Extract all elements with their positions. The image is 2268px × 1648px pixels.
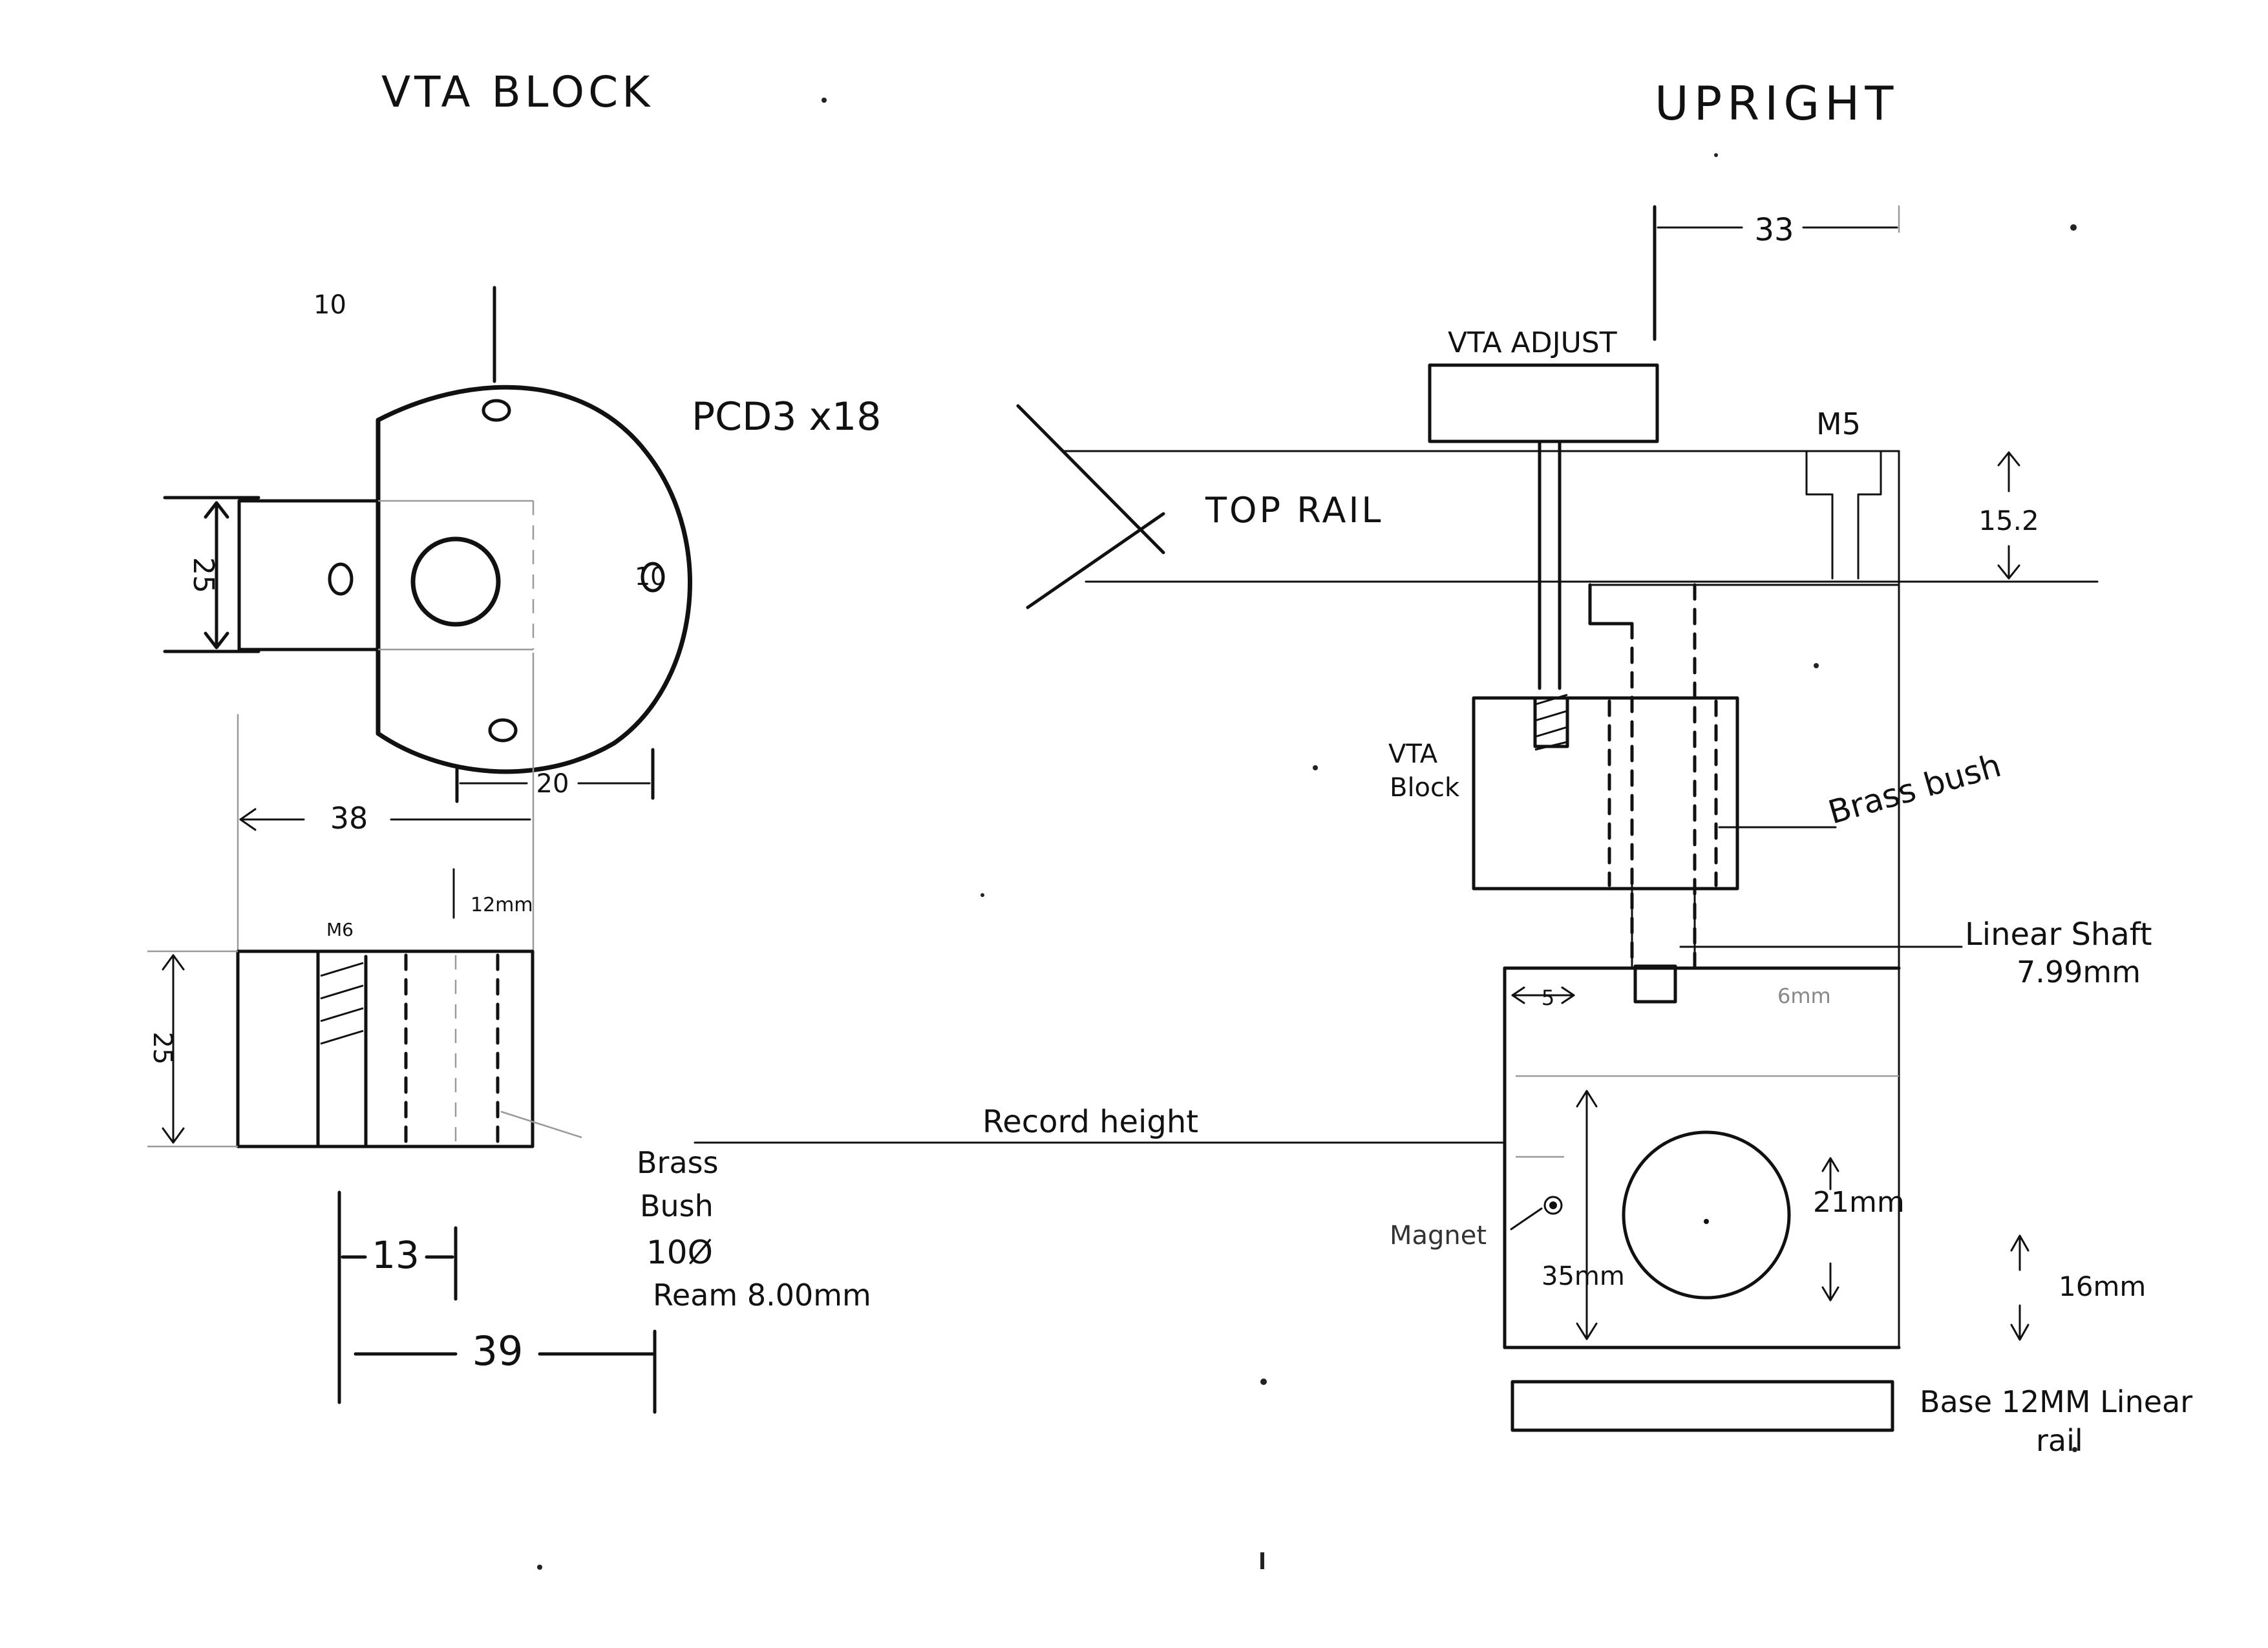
- label-rail: rail: [2036, 1423, 2083, 1458]
- dim-39: 39: [472, 1327, 524, 1375]
- label-vta-block-1: VTA: [1388, 739, 1438, 769]
- note-10-dia: 10Ø: [646, 1234, 713, 1271]
- adjust-thread-hatch: [1534, 693, 1568, 751]
- dim-13: 13: [372, 1233, 419, 1277]
- label-record-height: Record height: [982, 1104, 1198, 1140]
- note-brass: Brass: [637, 1145, 719, 1180]
- pcd-hole-bottom: [488, 718, 518, 743]
- vta-adjust-knob: [1428, 363, 1659, 443]
- note-ream: Ream 8.00mm: [653, 1278, 871, 1313]
- dim-16mm: 16mm: [2059, 1271, 2146, 1302]
- vta-block-side: [1472, 696, 1739, 891]
- record-height-line: Record height: [694, 1104, 1504, 1144]
- title-vta-block: VTA BLOCK: [381, 67, 653, 117]
- upright-assembly: 33 VTA ADJUST TOP RAIL M5 15.2: [1016, 205, 2192, 1458]
- vta-block-side-view: 25 M6 12mm 13 39 Brass Bush 1: [147, 868, 871, 1414]
- label-brass-bush: Brass bush: [1824, 746, 2005, 831]
- pcd-hole-left: [328, 562, 354, 596]
- scan-specks: [537, 98, 2077, 1570]
- label-vta-adjust: VTA ADJUST: [1448, 326, 1617, 359]
- label-linear-shaft-dia: 7.99mm: [2017, 955, 2141, 989]
- base-linear-rail: [1510, 1380, 1894, 1432]
- label-m6: M6: [326, 919, 354, 940]
- pcd-hole-right: [641, 562, 665, 593]
- center-bore: [410, 536, 501, 627]
- rail-bore: [1622, 1130, 1791, 1300]
- m6-thread-hatch: [320, 962, 364, 1045]
- dim-33: 33: [1754, 212, 1794, 248]
- magnet: [1543, 1196, 1563, 1215]
- dim-12mm: 12mm: [471, 894, 533, 916]
- dim-10-top-left: 10: [313, 290, 346, 320]
- pcd-hole-top: [482, 399, 511, 422]
- dim-25-side: 25: [147, 1032, 177, 1065]
- dim-35mm: 35mm: [1542, 1262, 1625, 1291]
- vta-block-top-view: 25 38 20 10 10 PCD3 x18: [163, 286, 881, 950]
- dim-5: 5: [1542, 986, 1554, 1010]
- dim-15-2: 15.2: [1978, 505, 2039, 536]
- label-magnet: Magnet: [1390, 1221, 1487, 1251]
- label-m5: M5: [1816, 407, 1861, 441]
- label-vta-block-2: Block: [1390, 773, 1460, 803]
- dim-6mm: 6mm: [1777, 984, 1831, 1008]
- label-pcd: PCD3 x18: [692, 394, 881, 439]
- dim-10-hole: 10: [635, 562, 666, 591]
- label-linear-shaft: Linear Shaft: [1965, 916, 2152, 953]
- dim-21mm: 21mm: [1813, 1186, 1905, 1219]
- title-upright: UPRIGHT: [1655, 76, 1898, 131]
- dim-20: 20: [536, 769, 569, 799]
- dim-38: 38: [330, 801, 368, 836]
- label-base: Base 12MM Linear: [1920, 1384, 2192, 1419]
- dim-25-top: 25: [187, 557, 220, 593]
- note-bush: Bush: [640, 1188, 714, 1223]
- label-top-rail: TOP RAIL: [1205, 490, 1384, 531]
